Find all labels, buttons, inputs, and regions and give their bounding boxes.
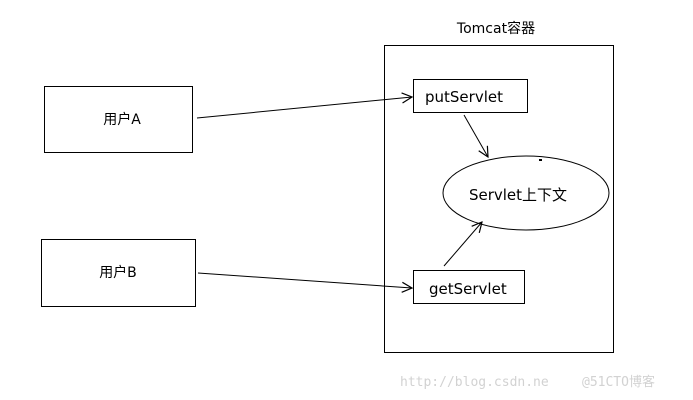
tomcat-container-title: Tomcat容器 (456, 20, 535, 37)
put-servlet-box (413, 79, 528, 113)
watermark-brand: @51CTO博客 (582, 374, 655, 390)
arrow-get-servlet-to-context (443, 222, 482, 267)
ellipse-artifact (539, 159, 542, 161)
tomcat-container (384, 45, 614, 353)
get-servlet-box (413, 270, 525, 304)
servlet-context-ellipse (442, 155, 610, 231)
user-a-box (44, 86, 193, 153)
arrow-put-servlet-to-context (463, 114, 488, 157)
servlet-context-label: Servlet上下文 (469, 186, 567, 204)
put-servlet-label: putServlet (425, 88, 503, 106)
arrow-user-a-to-put-servlet (196, 97, 412, 119)
arrow-user-b-to-get-servlet (197, 272, 412, 288)
get-servlet-label: getServlet (429, 280, 507, 298)
watermark-url: http://blog.csdn.ne (400, 375, 549, 390)
user-b-label: 用户B (99, 264, 137, 281)
user-a-label: 用户A (103, 111, 141, 128)
user-b-box (41, 239, 196, 307)
